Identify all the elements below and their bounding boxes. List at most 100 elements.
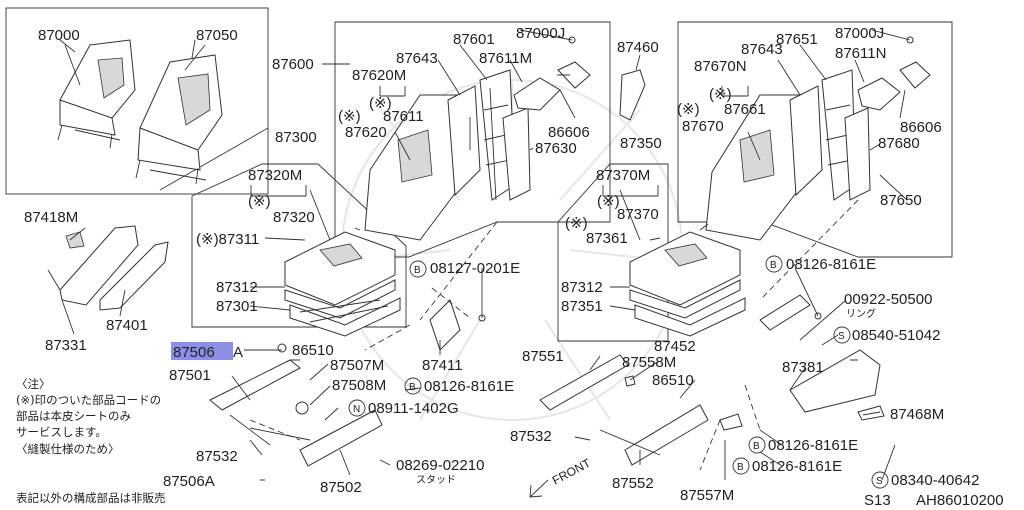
asterisk-right-2: (※) <box>677 101 700 118</box>
highlight-87506A[interactable] <box>171 342 233 360</box>
part-87000J-left[interactable]: 87000J <box>516 25 565 42</box>
seatback-right-illustration <box>705 36 931 241</box>
circled-b: B <box>770 260 777 271</box>
part-87331[interactable]: 87331 <box>45 337 87 354</box>
part-86510-left[interactable]: 86510 <box>292 342 334 359</box>
bracket-87670N <box>721 86 749 97</box>
part-87670[interactable]: 87670 <box>682 118 724 135</box>
part-87670N[interactable]: 87670N <box>694 58 747 75</box>
front-label: FRONT <box>550 456 594 488</box>
part-87501[interactable]: 87501 <box>169 367 211 384</box>
part-87620M[interactable]: 87620M <box>352 67 406 84</box>
part-86510-right[interactable]: 86510 <box>652 372 694 389</box>
part-87468M[interactable]: 87468M <box>890 406 944 423</box>
part-00922-50500[interactable]: 00922-50500 <box>844 291 932 308</box>
part-87452[interactable]: 87452 <box>654 338 696 355</box>
bolt-08127-0201E[interactable]: 08127-0201E <box>430 260 520 277</box>
part-87000[interactable]: 87000 <box>38 27 80 44</box>
seat-cushion-box-left <box>191 163 407 328</box>
part-86606-left[interactable]: 86606 <box>548 124 590 141</box>
seat-rail-illustrations <box>209 69 885 467</box>
seat-cushion-illustrations <box>284 231 746 337</box>
side-cover-left-illustration <box>47 225 169 311</box>
nut-08911-1402G[interactable]: 08911-1402G <box>368 400 459 417</box>
part-87643-left[interactable]: 87643 <box>396 50 438 67</box>
screw-08540-51042[interactable]: 08540-51042 <box>852 327 940 344</box>
part-87611M[interactable]: 87611M <box>479 50 532 67</box>
note-line-2: (※)印のついた部品コードの <box>16 393 161 407</box>
part-number-labels: 87000 87050 87600 87601 87000J 87643 876… <box>24 25 979 504</box>
frame-connector <box>159 127 269 191</box>
part-87000J-right[interactable]: 87000J <box>835 25 884 42</box>
part-87620[interactable]: 87620 <box>345 124 387 141</box>
circled-b: B <box>753 441 760 452</box>
asterisk-left-1: (※) <box>369 95 392 112</box>
part-87312-left[interactable]: 87312 <box>216 279 258 296</box>
dashed-leaders <box>364 199 859 471</box>
part-87600[interactable]: 87600 <box>272 56 314 73</box>
bolt-08126-8161E-top-right[interactable]: 08126-8161E <box>786 256 876 273</box>
part-87508M[interactable]: 87508M <box>332 377 386 394</box>
part-87643-right[interactable]: 87643 <box>741 41 783 58</box>
asterisk-middle-1: (※) <box>248 193 271 210</box>
part-87312-right[interactable]: 87312 <box>561 279 603 296</box>
stud-label: スタッド <box>416 474 456 486</box>
part-87601[interactable]: 87601 <box>453 31 495 48</box>
part-87361[interactable]: 87361 <box>586 230 628 247</box>
part-87050[interactable]: 87050 <box>196 27 238 44</box>
bolt-08126-8161E-right-2[interactable]: 08126-8161E <box>752 458 842 475</box>
part-87506A-bottom[interactable]: 87506A <box>163 473 215 490</box>
asterisk-middle-3: (※) <box>565 215 588 232</box>
part-87418M[interactable]: 87418M <box>24 209 78 226</box>
seat-back-box-right <box>677 21 953 258</box>
part-87650[interactable]: 87650 <box>880 192 922 209</box>
part-87552[interactable]: 87552 <box>612 475 654 492</box>
footer-codes: S13 AH86010200 <box>864 492 1004 509</box>
notes-block: 〈注〉 (※)印のついた部品コードの 部品は本皮シートのみ サービスします。 〈… <box>16 377 166 505</box>
seatback-left-illustration <box>364 36 591 241</box>
part-87661[interactable]: 87661 <box>724 101 766 118</box>
part-87351[interactable]: 87351 <box>561 298 603 315</box>
part-87502[interactable]: 87502 <box>320 479 362 496</box>
part-87350[interactable]: 87350 <box>620 135 662 152</box>
front-arrow-icon <box>529 479 549 498</box>
part-87370M[interactable]: 87370M <box>596 167 650 184</box>
bolt-08126-8161E-right-1[interactable]: 08126-8161E <box>768 437 858 454</box>
part-87300[interactable]: 87300 <box>275 129 317 146</box>
part-87611[interactable]: 87611 <box>383 108 424 125</box>
part-87532-right[interactable]: 87532 <box>510 428 552 445</box>
part-87558M[interactable]: 87558M <box>622 354 676 371</box>
note-line-4: サービスします。 <box>16 425 107 439</box>
part-87460[interactable]: 87460 <box>617 39 659 56</box>
part-87381[interactable]: 87381 <box>782 359 824 376</box>
part-87320M[interactable]: 87320M <box>248 167 302 184</box>
stud-08269-02210[interactable]: 08269-02210 <box>396 457 484 474</box>
circled-s: S <box>838 331 845 342</box>
note-heading: 〈注〉 <box>16 377 51 391</box>
part-87311[interactable]: (※)87311 <box>196 231 259 248</box>
circled-n: N <box>353 404 360 415</box>
ring-label: リング <box>846 307 876 320</box>
part-87411[interactable]: 87411 <box>422 357 463 374</box>
part-87370[interactable]: 87370 <box>617 206 659 223</box>
part-87506A-highlighted[interactable]: 87506 <box>173 344 215 361</box>
part-87611N[interactable]: 87611N <box>835 45 886 62</box>
part-87532-left[interactable]: 87532 <box>196 448 238 465</box>
note-line-3: 部品は本皮シートのみ <box>16 409 131 423</box>
screw-08340-40642[interactable]: 08340-40642 <box>891 472 979 489</box>
circled-s: S <box>876 476 883 487</box>
part-87557M[interactable]: 87557M <box>680 487 734 504</box>
part-87551[interactable]: 87551 <box>522 348 564 365</box>
part-87630[interactable]: 87630 <box>535 140 577 157</box>
bolt-08126-8161E-center[interactable]: 08126-8161E <box>424 378 514 395</box>
part-87507M[interactable]: 87507M <box>330 357 384 374</box>
part-87320[interactable]: 87320 <box>273 209 315 226</box>
circled-b: B <box>409 382 416 393</box>
part-87401[interactable]: 87401 <box>106 317 148 334</box>
part-86606-right[interactable]: 86606 <box>900 119 942 136</box>
part-87651[interactable]: 87651 <box>776 31 818 48</box>
part-87301[interactable]: 87301 <box>216 298 258 315</box>
part-87680[interactable]: 87680 <box>878 135 920 152</box>
